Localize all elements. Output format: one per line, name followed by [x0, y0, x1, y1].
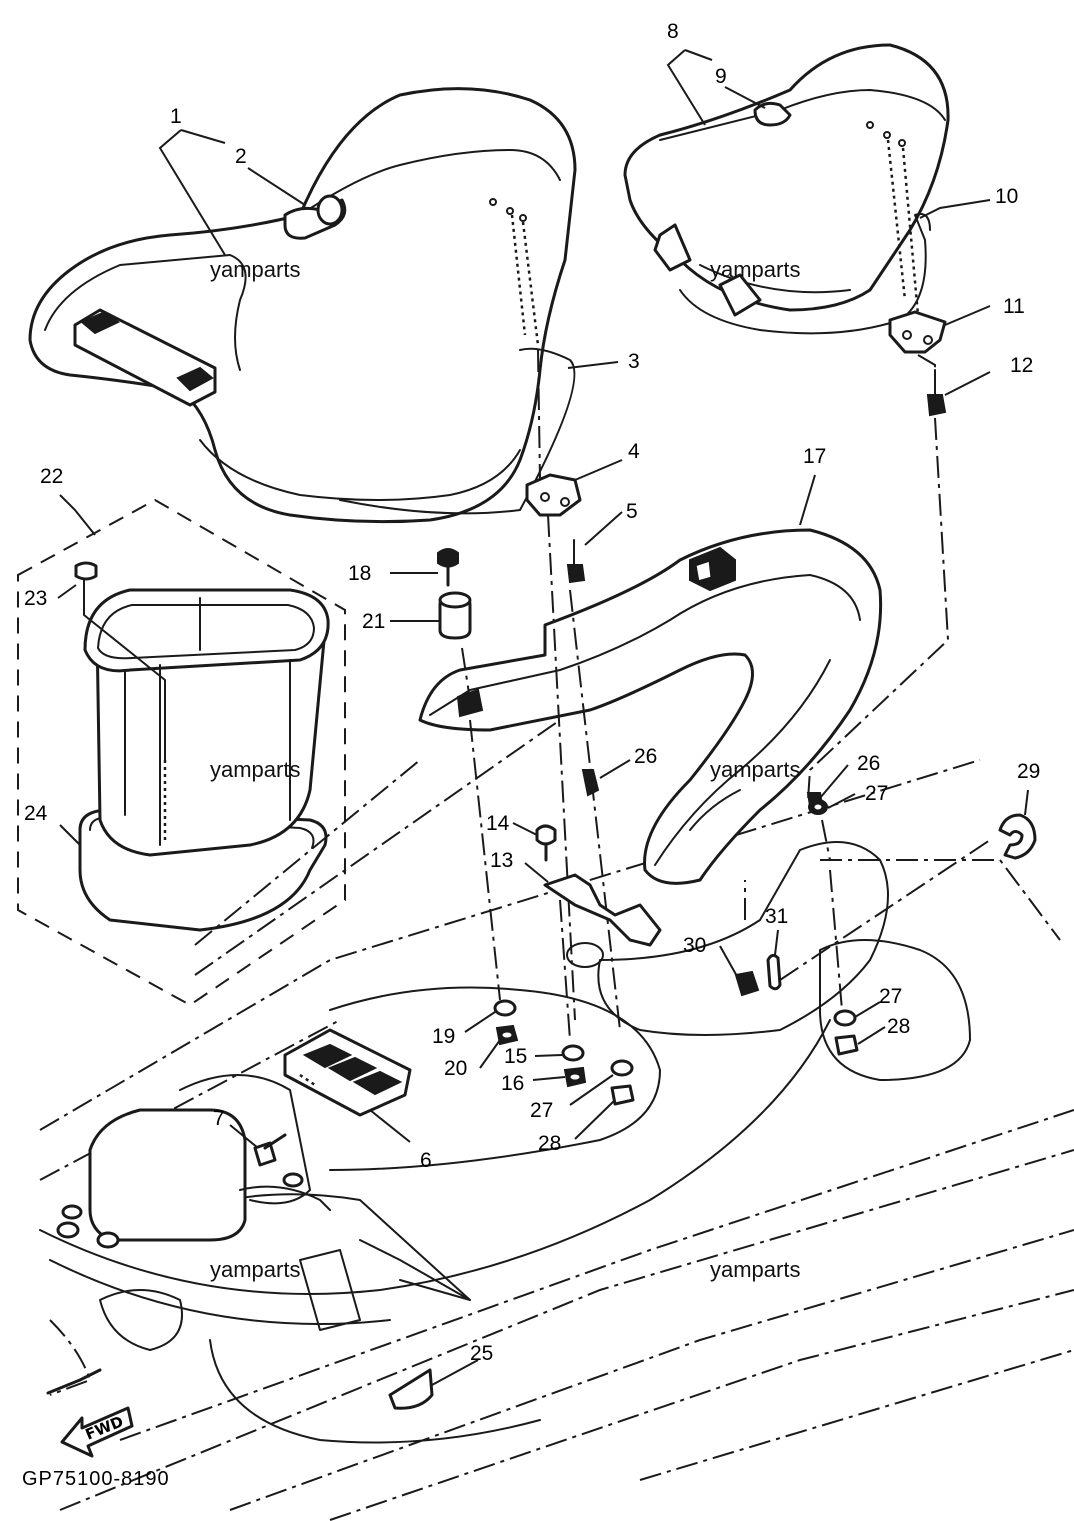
callout-20: 20	[444, 1057, 467, 1080]
callout-5: 5	[626, 500, 638, 523]
callout-1: 1	[170, 105, 182, 128]
callout-14: 14	[486, 812, 510, 835]
callout-11: 11	[1003, 295, 1025, 318]
callout-9: 9	[715, 65, 727, 88]
callout-26b: 26	[857, 752, 880, 775]
callout-6: 6	[420, 1149, 432, 1172]
callout-23: 23	[24, 587, 47, 610]
watermarks: yamparts yamparts yamparts yamparts yamp…	[210, 257, 800, 1282]
callout-13: 13	[490, 849, 513, 872]
storage-assembly-box	[17, 498, 346, 1007]
watermark-4: yamparts	[710, 757, 800, 782]
callout-16: 16	[501, 1072, 524, 1095]
part-code: GP75100-8190	[22, 1468, 170, 1490]
callout-19: 19	[432, 1025, 455, 1048]
callout-2: 2	[235, 145, 247, 168]
fwd-arrow: FWD	[60, 1406, 134, 1458]
callout-18: 18	[348, 562, 371, 585]
callout-27b: 27	[879, 985, 902, 1008]
callout-26a: 26	[634, 745, 657, 768]
callout-labels: 1 2 3 4 5 6 7 8 9 10 11 12 13 14 15 16 1…	[24, 20, 1040, 1365]
front-seat	[28, 87, 577, 524]
fasteners	[194, 349, 1037, 1410]
callout-15: 15	[504, 1045, 527, 1068]
hull-deck	[39, 759, 1074, 1521]
callout-21: 21	[362, 610, 385, 633]
callout-7: 7	[213, 1107, 225, 1130]
watermark-3: yamparts	[210, 757, 300, 782]
callout-30: 30	[683, 934, 706, 957]
seat-frame	[418, 528, 883, 885]
watermark-5: yamparts	[210, 1257, 300, 1282]
callout-8: 8	[667, 20, 679, 43]
leader-lines	[57, 49, 1029, 1386]
callout-27c: 27	[530, 1099, 553, 1122]
watermark-1: yamparts	[210, 257, 300, 282]
rear-seat	[623, 43, 950, 801]
callout-25: 25	[470, 1342, 493, 1365]
watermark-2: yamparts	[710, 257, 800, 282]
callout-12: 12	[1010, 354, 1033, 377]
callout-24: 24	[24, 802, 48, 825]
callout-4: 4	[628, 440, 640, 463]
callout-3: 3	[628, 350, 640, 373]
callout-28b: 28	[538, 1132, 561, 1155]
callout-10: 10	[995, 185, 1018, 208]
callout-31: 31	[765, 905, 788, 928]
watermark-6: yamparts	[710, 1257, 800, 1282]
callout-29: 29	[1017, 760, 1040, 783]
callout-28a: 28	[887, 1015, 910, 1038]
callout-17: 17	[803, 445, 826, 468]
callout-27a: 27	[865, 782, 888, 805]
callout-22: 22	[40, 465, 63, 488]
